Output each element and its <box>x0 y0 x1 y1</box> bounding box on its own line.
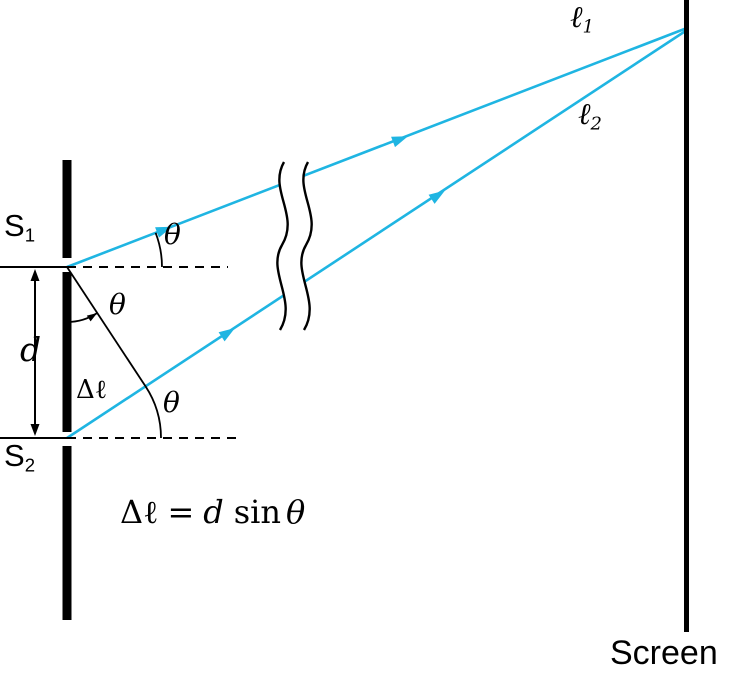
break-mask <box>277 162 312 330</box>
screen-line <box>684 0 689 632</box>
barrier-middle-segment <box>62 272 72 432</box>
theta-mid-label: θ <box>109 288 126 321</box>
slit2-label: S2 <box>4 440 35 475</box>
slit1-label: S1 <box>4 210 35 245</box>
formula-equals: = <box>167 493 195 531</box>
angle-arc-bottom <box>144 385 162 439</box>
formula-d: d <box>203 493 224 531</box>
barrier-top-segment <box>62 160 72 258</box>
formula-theta: θ <box>286 493 306 531</box>
d-arrow-top-head <box>30 269 40 281</box>
screen-label: Screen <box>610 634 718 672</box>
ray2-label: ℓ2 <box>578 100 602 133</box>
theta-top-label: θ <box>164 218 181 251</box>
slit1-subscript: 1 <box>24 224 36 246</box>
ray-l2-arrowhead-2 <box>428 190 445 204</box>
slit-separation-label: d <box>20 330 42 369</box>
break-wave-left <box>276 161 289 331</box>
angle-arc-arrowhead <box>86 313 98 322</box>
ray1-subscript: 1 <box>582 16 594 38</box>
formula-sin: sin <box>233 493 281 531</box>
d-arrow-bottom-head <box>30 424 40 436</box>
perpendicular-line <box>66 266 147 387</box>
ray-l2-line <box>66 28 688 440</box>
ray-l2-arrowhead-1 <box>218 328 235 342</box>
slit2-subscript: 2 <box>24 454 36 476</box>
formula-lhs: Δℓ <box>120 493 159 531</box>
angle-arc-top <box>154 232 163 268</box>
slit2-base: S <box>4 438 25 473</box>
ray-l1-arrowhead-1 <box>155 226 172 238</box>
ray1-label: ℓ1 <box>570 3 594 36</box>
break-wave-right <box>300 161 313 331</box>
barrier-bottom-segment <box>62 446 72 620</box>
path-difference-label: Δℓ <box>76 375 108 405</box>
theta-bottom-label: θ <box>163 386 180 419</box>
ray2-base: ℓ <box>578 97 591 132</box>
ray2-subscript: 2 <box>590 113 602 135</box>
ray1-base: ℓ <box>570 0 583 35</box>
slit1-base: S <box>4 208 25 243</box>
ray-l1-arrowhead-2 <box>391 136 408 148</box>
